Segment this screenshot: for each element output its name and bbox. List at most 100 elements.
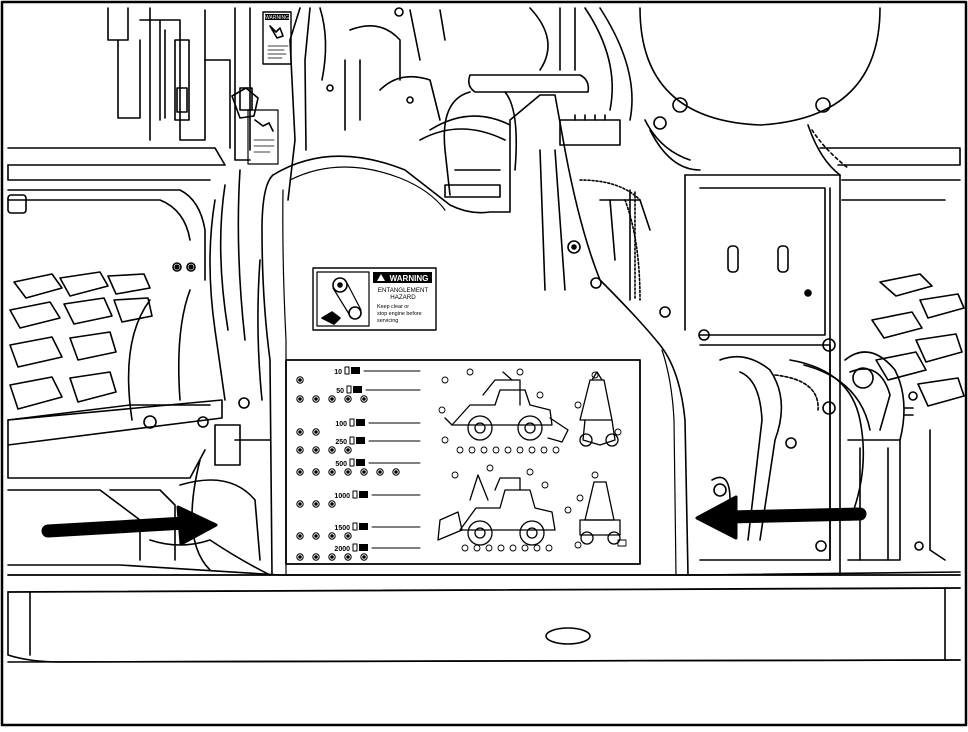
hourglass-icon [349,436,355,445]
hourglass-icon [344,366,350,375]
hourglass-icon [349,458,355,467]
service-point-icon [392,468,400,476]
service-point-icon [296,446,304,454]
interval-label: 10 [334,369,342,376]
service-point-icon [296,500,304,508]
service-point-dot [298,378,302,382]
manual-book-icon [353,386,362,393]
service-point-icon [344,553,352,561]
service-point-icon [296,376,304,384]
interval-label: 1000 [334,493,350,500]
service-point-icon [328,395,336,403]
service-point-dot [298,470,302,474]
service-point-dot [330,470,334,474]
service-point-icon [296,468,304,476]
engine-hood [261,94,689,576]
service-point-dot [346,534,350,538]
service-point-dot [330,534,334,538]
manual-book-icon [356,419,365,426]
service-point-dot [314,397,318,401]
service-point-dot [330,555,334,559]
manual-book-icon [356,459,365,466]
interval-label: 2000 [334,546,350,553]
hourglass-icon [352,522,358,531]
hourglass-icon [352,543,358,552]
service-point-icon [360,395,368,403]
manual-book-icon [359,544,368,551]
entanglement-warning-heading: WARNING [390,274,429,283]
service-point-dot [378,470,382,474]
service-point-icon [312,468,320,476]
service-point-dot [330,397,334,401]
service-point-icon [312,446,320,454]
service-point-dot [330,502,334,506]
interval-label: 250 [335,439,347,446]
background-machinery [7,7,965,421]
top-warning-decal: WARNING [262,11,292,65]
service-point-icon [312,500,320,508]
right-service-door [684,174,946,576]
loader-diagram-lower-rear [579,481,621,545]
service-point-icon [296,532,304,540]
service-point-icon [296,428,304,436]
service-point-icon [328,468,336,476]
service-point-icon [344,468,352,476]
service-point-dot [298,555,302,559]
pinch-point-decal [231,87,279,165]
machine-frame [7,564,961,663]
callout-arrow-left [41,505,218,546]
service-point-dot [314,470,318,474]
service-interval-chart: 10 50 100 250 500 1000 1500 2000 [285,359,641,565]
service-point-dot [298,397,302,401]
entanglement-instruction-line1: Keep clear or [377,304,409,310]
diagram-callouts [438,368,627,552]
service-point-icon [312,553,320,561]
left-engine-parts [7,169,271,576]
manual-book-icon [356,437,365,444]
service-point-icon [328,553,336,561]
service-point-dot [330,448,334,452]
hourglass-icon [349,418,355,427]
interval-row: 2000 [296,543,421,561]
service-point-icon [344,532,352,540]
interval-row: 10 [296,366,421,384]
interval-label: 100 [335,421,347,428]
interval-label: 50 [336,388,344,395]
service-point-dot [314,555,318,559]
service-point-dot [298,448,302,452]
hourglass-icon [352,490,358,499]
entanglement-hazard-line1: ENTANGLEMENT [378,287,429,294]
service-point-dot [314,448,318,452]
top-warning-heading: WARNING [265,15,289,21]
service-point-dot [314,502,318,506]
service-point-icon [344,446,352,454]
entanglement-warning-decal: WARNING ENTANGLEMENT HAZARD Keep clear o… [312,267,437,331]
service-point-dot [314,534,318,538]
service-point-icon [312,395,320,403]
service-point-dot [346,448,350,452]
service-point-dot [394,470,398,474]
loader-diagram-lower [437,474,556,546]
loader-diagram-upper [444,371,569,443]
service-point-icon [312,532,320,540]
manual-book-icon [351,367,360,374]
service-point-icon [312,428,320,436]
service-point-dot [298,534,302,538]
interval-row: 1500 [296,522,421,540]
service-point-dot [362,470,366,474]
service-point-icon [360,553,368,561]
interval-label: 1500 [334,525,350,532]
interval-row: 250 [296,436,421,454]
service-point-icon [328,532,336,540]
service-point-icon [328,446,336,454]
manual-book-icon [359,523,368,530]
service-point-icon [296,553,304,561]
service-point-icon [296,395,304,403]
manual-book-icon [359,491,368,498]
service-point-icon [360,468,368,476]
interval-row: 500 [296,458,421,476]
hourglass-icon [346,385,352,394]
loader-diagram-upper-rear [579,371,619,447]
